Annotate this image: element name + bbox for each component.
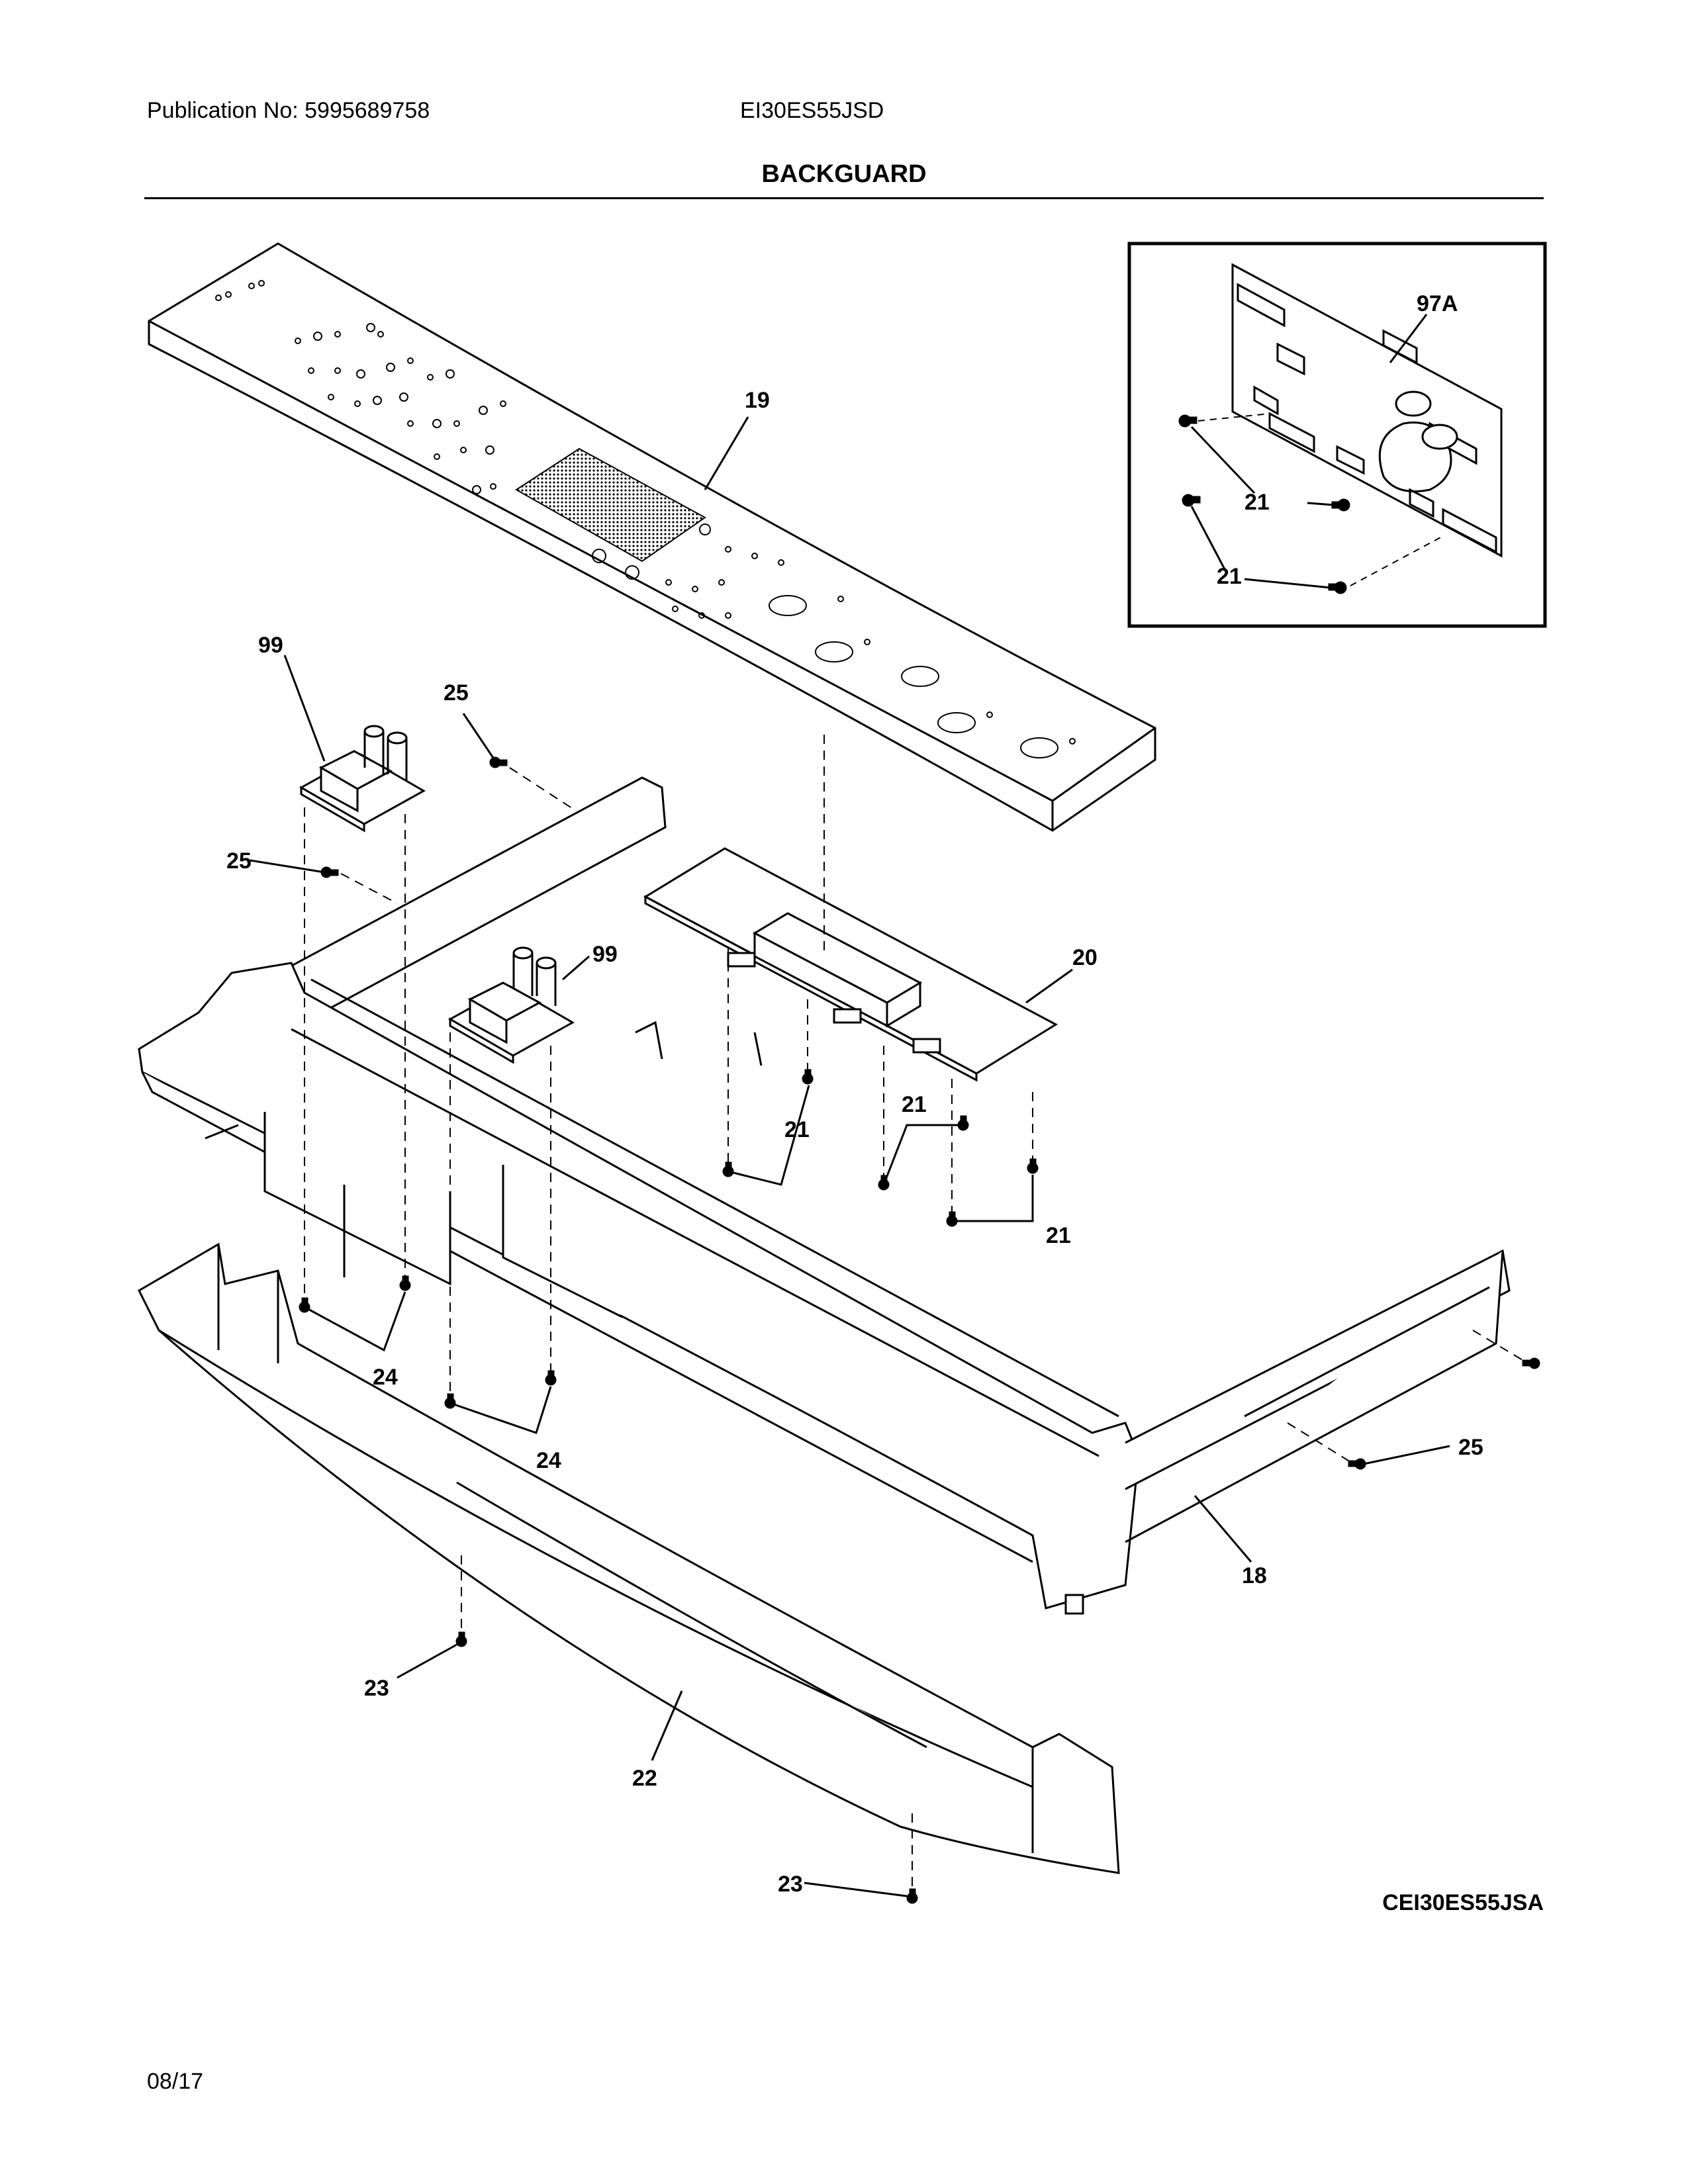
control-board-20 bbox=[643, 847, 1058, 1082]
callout-99-upper: 99 bbox=[258, 633, 283, 658]
inset-frame bbox=[1127, 242, 1547, 628]
model-number: EI30ES55JSD bbox=[740, 98, 884, 123]
diagram-code: CEI30ES55JSA bbox=[1382, 1890, 1544, 1915]
callout-22: 22 bbox=[632, 1766, 657, 1791]
callout-25-right: 25 bbox=[1458, 1435, 1483, 1460]
callout-23-lower: 23 bbox=[778, 1872, 803, 1897]
callout-21-inset-upper: 21 bbox=[1244, 490, 1270, 515]
page-title: BACKGUARD bbox=[761, 160, 927, 188]
callout-19: 19 bbox=[745, 388, 770, 413]
callout-21-board-middle: 21 bbox=[902, 1092, 927, 1117]
callout-18: 18 bbox=[1242, 1563, 1267, 1588]
publication-number: Publication No: 5995689758 bbox=[147, 98, 430, 123]
backguard-trim-22 bbox=[138, 1242, 1120, 1874]
touch-controls bbox=[215, 280, 1076, 758]
callout-97a: 97A bbox=[1417, 291, 1458, 316]
header-rule bbox=[144, 197, 1544, 199]
callout-24-left: 24 bbox=[373, 1365, 398, 1390]
callout-25-upper: 25 bbox=[444, 680, 469, 705]
power-board-99-lower bbox=[447, 946, 575, 1064]
display-window bbox=[515, 447, 706, 563]
callout-21-board-right: 21 bbox=[1046, 1223, 1071, 1248]
leader-lines bbox=[250, 416, 1450, 1897]
backguard-housing-18 bbox=[138, 776, 1511, 1615]
publication-date: 08/17 bbox=[147, 2069, 204, 2094]
screws bbox=[299, 756, 1540, 1904]
callout-23-upper: 23 bbox=[364, 1676, 389, 1701]
power-board-99-upper bbox=[299, 725, 426, 833]
callout-21-inset-lower: 21 bbox=[1217, 564, 1242, 589]
callout-20: 20 bbox=[1072, 945, 1098, 970]
callout-24-right: 24 bbox=[536, 1448, 561, 1473]
callout-25-left: 25 bbox=[226, 848, 252, 874]
callout-99-lower: 99 bbox=[592, 942, 618, 967]
inset-board-97a bbox=[1231, 263, 1503, 558]
alignment-lines bbox=[304, 735, 1523, 1889]
callout-21-board-left: 21 bbox=[784, 1117, 810, 1142]
